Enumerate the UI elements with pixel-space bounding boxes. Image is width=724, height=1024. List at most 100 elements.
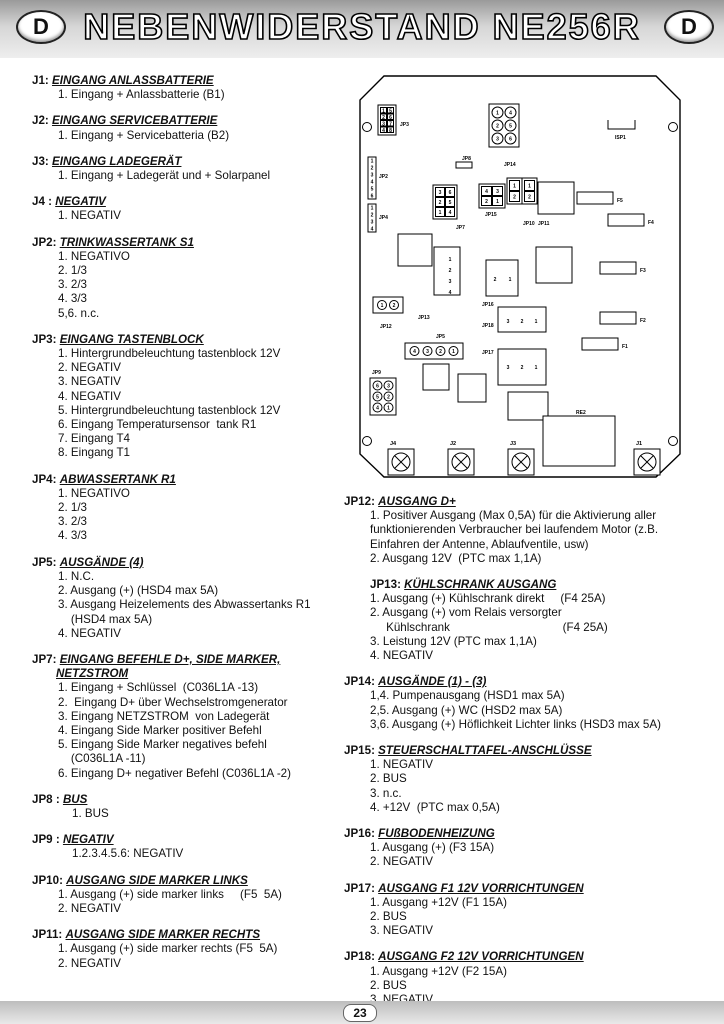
- jp15-pin: [481, 186, 492, 196]
- jp9-pin-number: 5: [376, 395, 379, 401]
- jp9-pin-number: 2: [387, 395, 390, 401]
- jp16-housing: [485, 259, 519, 297]
- jp13-pin-number: 2: [449, 268, 452, 274]
- jp2-pin-number: 3: [371, 173, 374, 179]
- jp16-pin-number: 2: [494, 277, 497, 283]
- pin-description: 1. NEGATIV: [370, 758, 433, 772]
- connector-title: AUSGÄNDE (4): [59, 555, 144, 569]
- label-jp3: JP3: [400, 122, 409, 128]
- connector-title: AUSGANG D+: [378, 495, 456, 508]
- jp7-pin-number: 1: [439, 210, 442, 216]
- connector-title: EINGANG TASTENBLOCK: [59, 332, 204, 346]
- pin-description: 2. Ausgang (+) vom Relais versorgter: [370, 606, 562, 620]
- connector-id: JP7:: [32, 652, 60, 666]
- jp12-pin-number: 1: [381, 303, 384, 309]
- pin-description: 1. Hintergrundbeleuchtung tastenblock 12…: [58, 347, 281, 361]
- jp3-pin-number: 6: [389, 115, 392, 121]
- section-heading: JP14: AUSGÄNDE (1) - (3): [344, 675, 704, 689]
- pin-description: 1. NEGATIVO: [58, 486, 130, 500]
- connector-id: JP4:: [32, 472, 60, 486]
- jp8-housing: [455, 161, 473, 169]
- language-badge-left: D: [16, 10, 66, 44]
- pin-description: 1. Ausgang (+) (F3 15A): [370, 841, 495, 855]
- terminal-j4-mark: [394, 455, 408, 469]
- pin-description: 1. Eingang + Anlassbatterie (B1): [58, 88, 225, 102]
- jp14-pin: [504, 132, 517, 145]
- component-block: [457, 373, 487, 403]
- label-j3: J3: [510, 441, 516, 447]
- section-heading: JP7: EINGANG BEFEHLE D+, SIDE MARKER,: [32, 653, 352, 667]
- pin-description: 1. NEGATIVO: [58, 249, 130, 263]
- jp11-pin-number: 1: [528, 184, 531, 190]
- connector-id: J4 :: [32, 195, 56, 209]
- section-heading: JP17: AUSGANG F1 12V VORRICHTUNGEN: [344, 882, 704, 896]
- pin-description: 1. NEGATIV: [58, 209, 121, 223]
- jp17-pin-number: 1: [535, 365, 538, 371]
- connector-title: NEGATIV: [62, 833, 114, 847]
- jp12-pin-number: 2: [393, 303, 396, 309]
- pin-description: 2. NEGATIV: [58, 361, 121, 375]
- pin-description: 3. Leistung 12V (PTC max 1,1A): [370, 634, 537, 648]
- jp3-pin: [387, 107, 394, 114]
- jp3-pin-number: 3: [382, 121, 385, 127]
- connector-id: JP11:: [32, 928, 66, 942]
- fuse-f2: [599, 311, 637, 325]
- connector-id: JP13:: [370, 578, 405, 592]
- jp14-pin: [491, 119, 504, 132]
- label-jp12: JP12: [380, 324, 392, 330]
- pin-description: 1. Ausgang (+) side marker rechts (F5 5A…: [58, 942, 278, 956]
- connector-id: J2:: [32, 114, 52, 128]
- jp5-pin: [422, 346, 433, 356]
- terminal-j2-mark: [454, 455, 468, 469]
- jp3-pin: [380, 113, 387, 120]
- pin-description: 3. NEGATIV: [370, 924, 433, 938]
- jp2-pin-number: 6: [371, 194, 374, 200]
- pin-description: 1. BUS: [72, 806, 109, 820]
- jp5-pin-number: 4: [413, 349, 416, 355]
- pin-description: 1. N.C.: [58, 569, 95, 583]
- section-heading: JP12: AUSGANG D+: [344, 495, 704, 509]
- jp2-pin-number: 4: [371, 180, 374, 186]
- jp13-pin-number: 3: [449, 279, 452, 285]
- jp18-pin-number: 2: [521, 319, 524, 325]
- jp13-housing: [433, 246, 461, 296]
- fuse-f5: [576, 191, 614, 205]
- jp9-pin: [383, 380, 394, 391]
- pin-description: 1. Ausgang (+) side marker links (F5 5A): [58, 887, 282, 901]
- connector-id: JP8 :: [32, 792, 63, 806]
- connector-title: TRINKWASSERTANK S1: [59, 235, 194, 249]
- jp15-pin-number: 1: [496, 199, 499, 205]
- jp3-pin: [380, 120, 387, 127]
- jp18-pin-number: 1: [535, 319, 538, 325]
- jp10-pin-number: 2: [513, 195, 516, 201]
- jp13-pin-number: 1: [449, 257, 452, 263]
- connector-title: NEGATIV: [55, 195, 106, 209]
- pin-description: 3. NEGATIV: [58, 375, 121, 389]
- terminal-j3-mark: [514, 455, 528, 469]
- jp14-pin: [491, 106, 504, 119]
- jp3-pin-number: 7: [389, 121, 392, 127]
- jp4-housing: [367, 203, 377, 233]
- page-header: D NEBENWIDERSTAND NE256R D: [0, 0, 724, 58]
- component-block: [507, 391, 549, 421]
- jp15-pin-number: 2: [485, 199, 488, 205]
- jp14-pin-number: 2: [496, 124, 499, 130]
- mount-hole: [668, 436, 678, 446]
- jp14-pin-number: 3: [496, 137, 499, 143]
- right-column: JP12: AUSGANG D+1. Positiver Ausgang (Ma…: [344, 495, 704, 1019]
- pin-description: 2. NEGATIV: [370, 855, 433, 869]
- jp4-pin-number: 4: [371, 227, 374, 233]
- jp10-pin: [509, 180, 520, 191]
- connector-title: EINGANG BEFEHLE D+, SIDE MARKER,: [59, 652, 281, 666]
- connector-id: J3:: [32, 154, 52, 168]
- connector-title: KÜHLSCHRANK AUSGANG: [404, 578, 557, 592]
- jp10-pin: [509, 191, 520, 202]
- pin-description: Einfahren der Antenne, Ablaufventile, us…: [370, 537, 589, 551]
- jp12-pin: [389, 300, 399, 310]
- jp9-pin-number: 6: [376, 384, 379, 390]
- connector-title: EINGANG LADEGERÄT: [51, 154, 182, 168]
